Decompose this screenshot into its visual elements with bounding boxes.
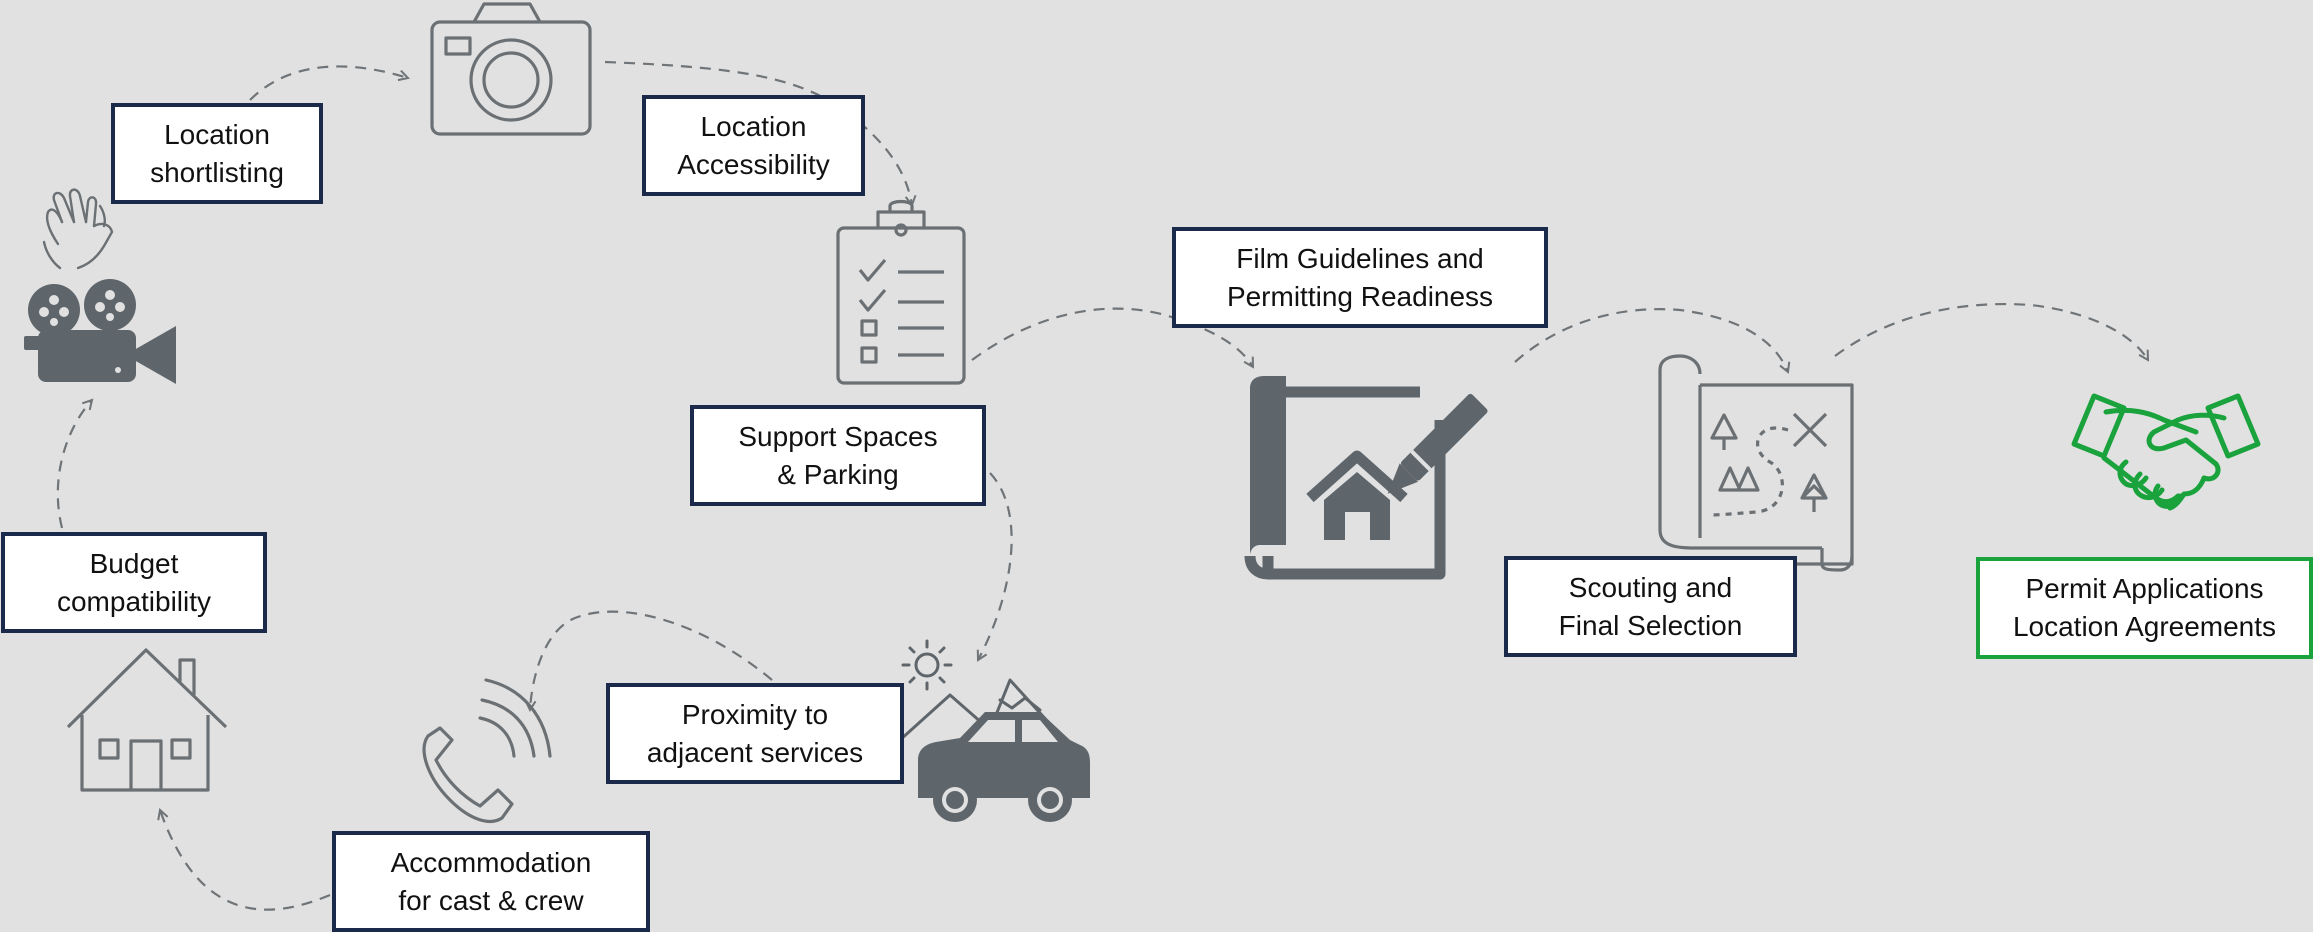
map-icon xyxy=(1658,354,1854,572)
step-scouting-box: Scouting and Final Selection xyxy=(1504,556,1797,657)
step-accommodation-line-2: for cast & crew xyxy=(398,884,584,916)
arrow-shortlisting-to-camera xyxy=(249,65,408,101)
step-guidelines-box: Film Guidelines and Permitting Readiness xyxy=(1172,227,1548,328)
step-budget-line-1: Budget xyxy=(89,547,179,579)
step-accessibility-line-1: Location xyxy=(700,110,807,142)
handshake-icon xyxy=(2071,393,2261,511)
step-permits-box: Permit Applications Location Agreements xyxy=(1976,557,2313,659)
step-shortlisting-label: Location shortlisting xyxy=(150,116,284,192)
step-support-box: Support Spaces & Parking xyxy=(690,405,986,506)
arrow-checklist-to-guidelines xyxy=(971,307,1253,367)
step-accessibility-label: Location Accessibility xyxy=(677,108,829,184)
phone-icon xyxy=(422,678,552,823)
blueprint-icon xyxy=(1244,376,1488,580)
film-camera-icon xyxy=(24,188,176,384)
step-permits-label: Permit Applications Location Agreements xyxy=(2013,570,2276,646)
arrow-support-to-proximity xyxy=(978,472,1013,660)
arrow-scouting-to-permits xyxy=(1834,302,2148,360)
step-permits-line-2: Location Agreements xyxy=(2012,611,2277,642)
step-accommodation-line-1: Accommodation xyxy=(390,846,592,878)
photo-camera-icon xyxy=(430,2,592,136)
step-accessibility-line-2: Accessibility xyxy=(677,148,830,180)
step-support-line-2: & Parking xyxy=(777,458,899,490)
step-budget-label: Budget compatibility xyxy=(57,545,211,621)
step-shortlisting-box: Location shortlisting xyxy=(111,103,323,204)
step-accommodation-box: Accommodation for cast & crew xyxy=(332,831,650,932)
step-support-line-1: Support Spaces xyxy=(738,420,938,452)
arrow-guidelines-to-scouting xyxy=(1514,308,1788,372)
step-accessibility-box: Location Accessibility xyxy=(642,95,865,196)
step-shortlisting-line-1: Location xyxy=(164,118,270,150)
step-proximity-box: Proximity to adjacent services xyxy=(606,683,904,784)
step-permits-line-1: Permit Applications xyxy=(2025,573,2264,604)
arrow-budget-to-shortlisting xyxy=(56,400,92,529)
step-guidelines-label: Film Guidelines and Permitting Readiness xyxy=(1227,240,1493,316)
arrow-accommodation-to-budget xyxy=(160,810,331,911)
step-scouting-line-1: Scouting and xyxy=(1568,571,1733,603)
step-proximity-label: Proximity to adjacent services xyxy=(647,696,863,772)
step-accommodation-label: Accommodation for cast & crew xyxy=(391,844,592,920)
step-budget-line-2: compatibility xyxy=(56,585,212,617)
step-proximity-line-1: Proximity to xyxy=(681,698,829,730)
step-scouting-line-2: Final Selection xyxy=(1558,609,1743,641)
step-guidelines-line-1: Film Guidelines and xyxy=(1236,242,1484,274)
connector-arrows xyxy=(56,60,2148,911)
step-shortlisting-line-2: shortlisting xyxy=(150,156,284,188)
step-budget-box: Budget compatibility xyxy=(1,532,267,633)
step-guidelines-line-2: Permitting Readiness xyxy=(1226,280,1494,312)
checklist-icon xyxy=(836,199,966,385)
house-icon xyxy=(66,648,228,792)
step-scouting-label: Scouting and Final Selection xyxy=(1559,569,1743,645)
step-support-label: Support Spaces & Parking xyxy=(738,418,937,494)
car-mountain-icon xyxy=(898,639,1090,822)
step-proximity-line-2: adjacent services xyxy=(646,736,864,768)
